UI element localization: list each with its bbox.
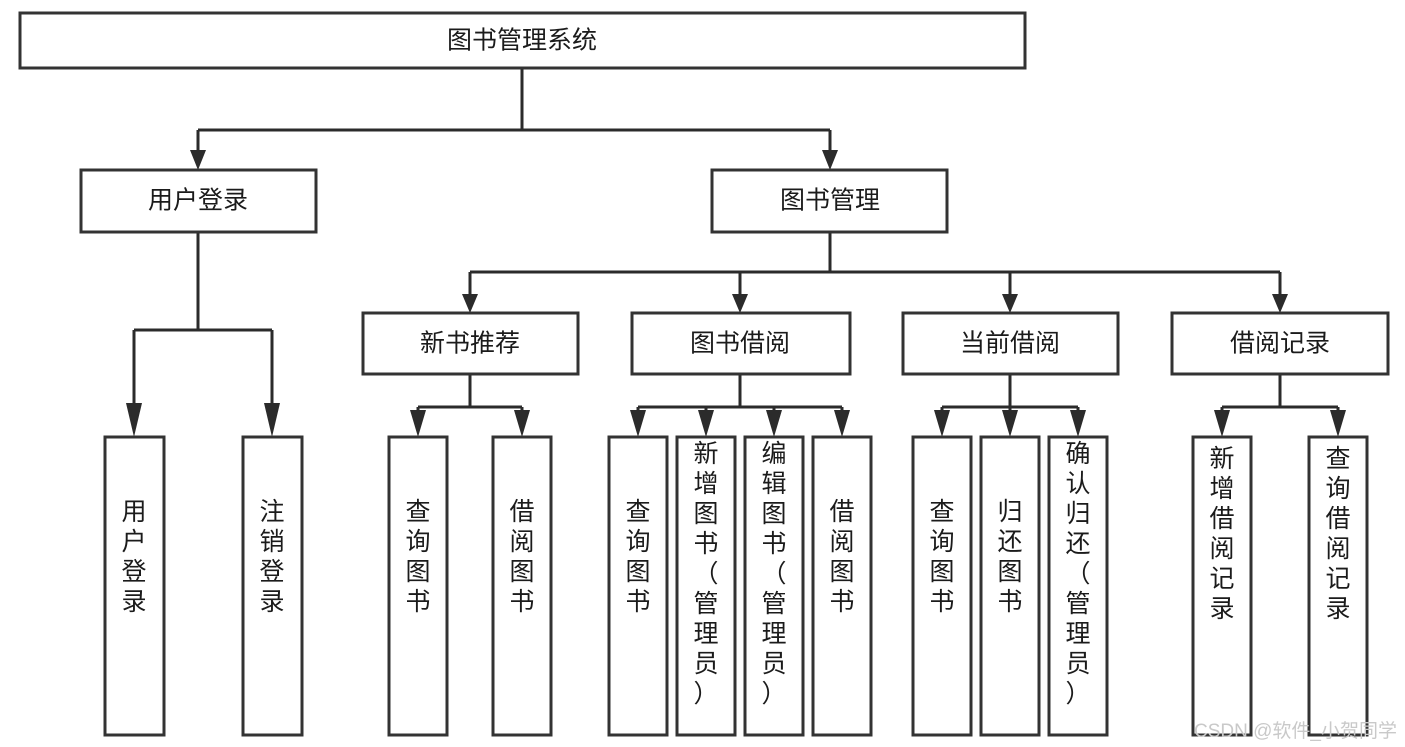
node-leaf-query-book-2-label: 查询图书 xyxy=(625,498,650,616)
node-leaf-add-record-label: 新增借阅记录 xyxy=(1209,445,1234,623)
node-leaf-add-record-box[interactable] xyxy=(1191,435,1253,737)
arrow-head-leaf-add-record xyxy=(1214,410,1230,437)
node-leaf-confirm-return-box[interactable] xyxy=(1047,435,1109,737)
arrow-head-leaf-query-record xyxy=(1330,410,1346,437)
arrow-head-leaf-edit-book xyxy=(766,410,782,437)
arrow-head-leaf-borrow-book-1 xyxy=(514,410,530,437)
node-user-login-box[interactable] xyxy=(79,168,318,234)
node-leaf-user-login-label: 用户登录 xyxy=(121,498,146,616)
arrow-head-leaf-query-book-3 xyxy=(934,410,950,437)
node-current-borrow-label: 当前借阅 xyxy=(960,330,1060,358)
arrow-head-book-borrow xyxy=(732,294,748,313)
node-leaf-query-book-2-box[interactable] xyxy=(607,435,669,737)
node-leaf-borrow-book-1-label: 借阅图书 xyxy=(509,498,534,616)
node-leaf-user-login-box[interactable] xyxy=(103,435,166,737)
node-title-box[interactable] xyxy=(18,11,1027,70)
arrow-head-new-book-recommend xyxy=(462,294,478,313)
node-leaf-query-record[interactable]: 查询借阅记录 xyxy=(1307,435,1369,737)
node-leaf-query-book-3[interactable]: 查询图书 xyxy=(911,435,973,737)
node-leaf-return-book[interactable]: 归还图书 xyxy=(979,435,1041,737)
node-leaf-logout-login-box[interactable] xyxy=(241,435,304,737)
node-leaf-query-book-3-label: 查询图书 xyxy=(929,498,954,616)
node-leaf-edit-book[interactable]: 编辑图书（管理员） xyxy=(743,435,805,737)
node-title-label: 图书管理系统 xyxy=(447,27,597,55)
node-leaf-edit-book-box[interactable] xyxy=(743,435,805,737)
node-borrow-record[interactable]: 借阅记录 xyxy=(1170,311,1390,376)
node-leaf-borrow-book-2-box[interactable] xyxy=(811,435,873,737)
node-current-borrow-box[interactable] xyxy=(901,311,1120,376)
node-leaf-logout-login[interactable]: 注销登录 xyxy=(241,435,304,737)
node-leaf-add-book[interactable]: 新增图书（管理员） xyxy=(675,435,737,737)
arrow-head-leaf-user-login xyxy=(126,403,142,437)
node-new-book-recommend-box[interactable] xyxy=(361,311,580,376)
node-user-login[interactable]: 用户登录 xyxy=(79,168,318,234)
node-leaf-confirm-return[interactable]: 确认归还（管理员） xyxy=(1047,435,1109,737)
node-book-management-box[interactable] xyxy=(710,168,949,234)
node-book-borrow-label: 图书借阅 xyxy=(690,330,790,358)
node-book-management[interactable]: 图书管理 xyxy=(710,168,949,234)
node-leaf-edit-book-label: 编辑图书（管理员） xyxy=(761,440,786,708)
node-leaf-borrow-book-1[interactable]: 借阅图书 xyxy=(491,435,553,737)
arrow-head-leaf-query-book-1 xyxy=(410,410,426,437)
node-leaf-add-book-box[interactable] xyxy=(675,435,737,737)
arrow-head-leaf-confirm-return xyxy=(1070,410,1086,437)
node-leaf-borrow-book-2-label: 借阅图书 xyxy=(829,498,854,616)
node-leaf-query-book-1-box[interactable] xyxy=(387,435,449,737)
arrow-head-leaf-add-book xyxy=(698,410,714,437)
arrow-head-leaf-query-book-2 xyxy=(630,410,646,437)
node-leaf-logout-login-label: 注销登录 xyxy=(259,498,284,616)
node-leaf-user-login[interactable]: 用户登录 xyxy=(103,435,166,737)
node-borrow-record-label: 借阅记录 xyxy=(1230,330,1330,358)
node-book-borrow[interactable]: 图书借阅 xyxy=(630,311,852,376)
node-current-borrow[interactable]: 当前借阅 xyxy=(901,311,1120,376)
node-leaf-borrow-book-1-box[interactable] xyxy=(491,435,553,737)
node-borrow-record-box[interactable] xyxy=(1170,311,1390,376)
node-leaf-add-record[interactable]: 新增借阅记录 xyxy=(1191,435,1253,737)
arrow-head-leaf-logout-login xyxy=(264,403,280,437)
arrow-head-leaf-borrow-book-2 xyxy=(834,410,850,437)
node-leaf-return-book-box[interactable] xyxy=(979,435,1041,737)
arrow-head-current-borrow xyxy=(1002,294,1018,313)
node-leaf-query-book-2[interactable]: 查询图书 xyxy=(607,435,669,737)
node-leaf-borrow-book-2[interactable]: 借阅图书 xyxy=(811,435,873,737)
node-leaf-query-book-3-box[interactable] xyxy=(911,435,973,737)
arrow-head-borrow-record xyxy=(1272,294,1288,313)
arrow-head-user-login xyxy=(190,150,206,170)
node-title[interactable]: 图书管理系统 xyxy=(18,11,1027,70)
node-new-book-recommend[interactable]: 新书推荐 xyxy=(361,311,580,376)
connectors-layer xyxy=(126,68,1346,437)
node-leaf-query-book-1-label: 查询图书 xyxy=(405,498,430,616)
node-leaf-query-record-box[interactable] xyxy=(1307,435,1369,737)
node-leaf-confirm-return-label: 确认归还（管理员） xyxy=(1065,440,1090,708)
arrow-head-leaf-return-book xyxy=(1002,410,1018,437)
node-new-book-recommend-label: 新书推荐 xyxy=(420,330,520,358)
csdn-watermark: CSDN @软件_小贺同学 xyxy=(1194,721,1397,742)
node-user-login-label: 用户登录 xyxy=(148,187,248,215)
node-leaf-add-book-label: 新增图书（管理员） xyxy=(693,440,718,708)
node-book-borrow-box[interactable] xyxy=(630,311,852,376)
node-book-management-label: 图书管理 xyxy=(780,187,880,215)
arrow-head-book-management xyxy=(822,150,838,170)
node-leaf-return-book-label: 归还图书 xyxy=(997,498,1022,616)
node-leaf-query-book-1[interactable]: 查询图书 xyxy=(387,435,449,737)
node-leaf-query-record-label: 查询借阅记录 xyxy=(1325,445,1350,623)
